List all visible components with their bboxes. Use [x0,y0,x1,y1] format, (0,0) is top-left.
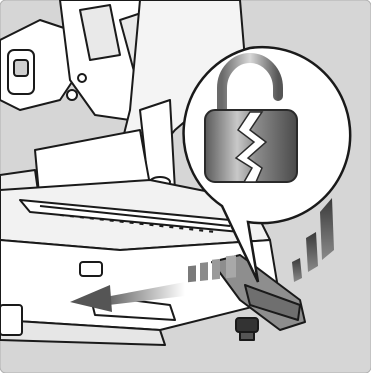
illustration-frame [0,0,371,373]
miter-saw-diagram [0,0,371,373]
